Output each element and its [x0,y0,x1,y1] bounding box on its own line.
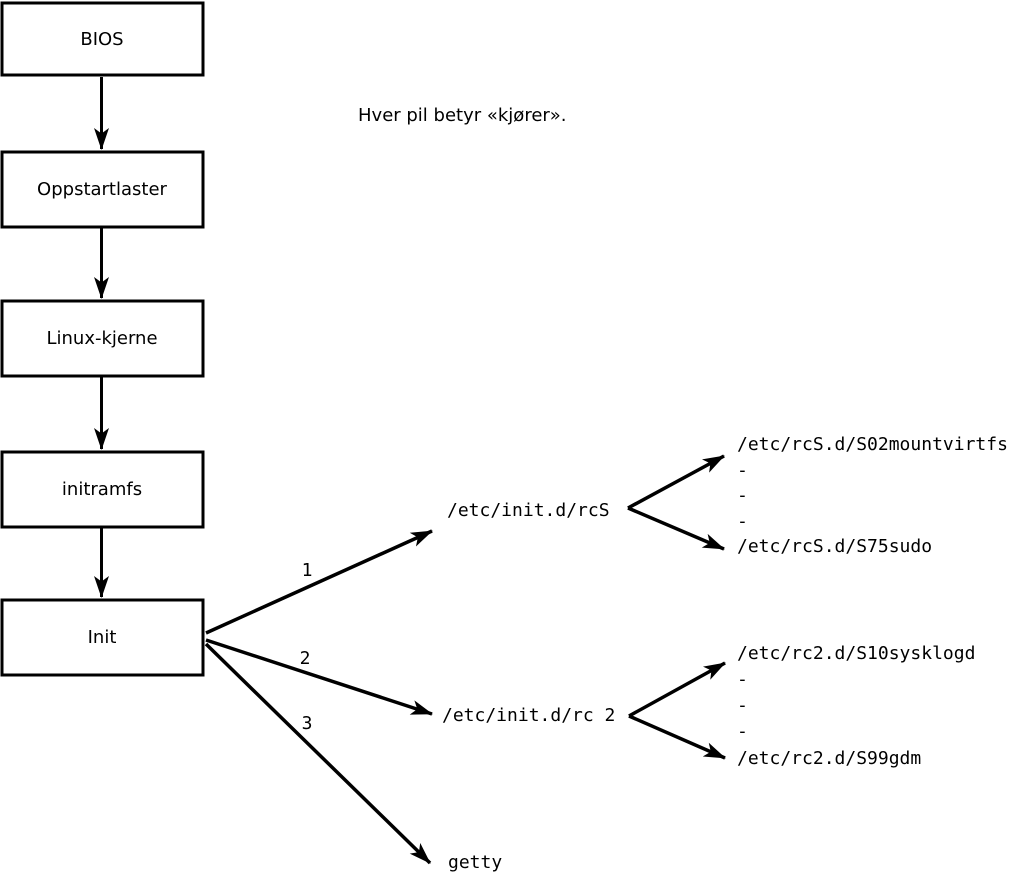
box-initramfs: initramfs [0,450,205,529]
rcs-item-dash-3: - [737,511,748,532]
arrow-rc2-to-s99 [628,714,726,760]
arrow-init-to-getty [204,642,432,865]
box-oppstartlaster: Oppstartlaster [0,150,205,229]
box-init-label: Init [88,627,117,648]
arrow-label-1: 1 [302,560,313,581]
box-init-rect [0,598,205,677]
box-linux-kjerne-label: Linux-kjerne [46,328,157,349]
arrow-rcs-to-s02 [627,454,725,510]
note-text: Hver pil betyr «kjører». [358,105,567,126]
arrow-label-2: 2 [300,648,311,669]
box-bios-label: BIOS [80,29,123,50]
node-rc2: /etc/init.d/rc 2 [442,705,615,726]
box-oppstartlaster-rect [0,150,205,229]
arrow-label-3: 3 [302,713,313,734]
arrow-rcs-to-s75 [627,506,725,551]
box-initramfs-label: initramfs [62,479,142,500]
rcs-item-s75sudo: /etc/rcS.d/S75sudo [737,536,932,557]
node-getty: getty [448,852,502,873]
box-initramfs-rect [0,450,205,529]
rc2-item-dash-1: - [737,669,748,690]
rcs-item-s02mountvirtfs: /etc/rcS.d/S02mountvirtfs [737,434,1008,455]
arrow-init-to-rcs [205,529,433,635]
arrow-rc2-to-s10 [628,661,726,718]
rc2-item-dash-2: - [737,695,748,716]
rcs-item-dash-1: - [737,460,748,481]
rcs-item-dash-2: - [737,485,748,506]
rc2-item-s10sysklogd: /etc/rc2.d/S10sysklogd [737,643,975,664]
box-oppstartlaster-label: Oppstartlaster [37,179,167,200]
box-bios-rect [0,1,205,77]
rc2-item-dash-3: - [737,721,748,742]
node-rcs: /etc/init.d/rcS [447,500,610,521]
box-linux-kjerne-rect [0,299,205,378]
arrow-init-to-rc2 [205,638,433,716]
box-linux-kjerne: Linux-kjerne [0,299,205,378]
box-bios: BIOS [0,1,205,77]
rc2-item-s99gdm: /etc/rc2.d/S99gdm [737,748,921,769]
box-init: Init [0,598,205,677]
